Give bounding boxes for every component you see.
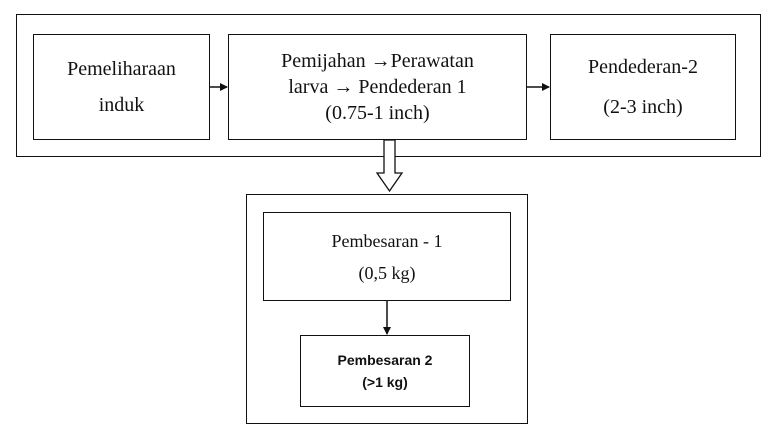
pendederan-2-line1: Pendederan-2 bbox=[588, 56, 698, 78]
pemeliharaan-induk-line1: Pemeliharaan bbox=[67, 58, 176, 80]
pemeliharaan-induk-box: Pemeliharaan induk bbox=[33, 34, 210, 140]
pendederan-2-box: Pendederan-2 (2-3 inch) bbox=[550, 34, 736, 140]
pemijahan-line2: larva → Pendederan 1 bbox=[288, 76, 467, 98]
pemijahan-box: Pemijahan →Perawatan larva → Pendederan … bbox=[228, 34, 527, 140]
pembesaran-2-line2: (>1 kg) bbox=[362, 374, 408, 390]
pembesaran-2-line1: Pembesaran 2 bbox=[337, 352, 433, 368]
pembesaran-1-line1: Pembesaran - 1 bbox=[331, 230, 443, 251]
pembesaran-1-box: Pembesaran - 1 (0,5 kg) bbox=[263, 212, 511, 301]
pendederan-2-line2: (2-3 inch) bbox=[603, 96, 683, 118]
pembesaran-2-box: Pembesaran 2 (>1 kg) bbox=[300, 335, 470, 407]
pemijahan-line1: Pemijahan →Perawatan bbox=[281, 50, 474, 72]
pemijahan-line3: (0.75-1 inch) bbox=[325, 102, 430, 124]
pemeliharaan-induk-line2: induk bbox=[98, 94, 145, 116]
pembesaran-1-line2: (0,5 kg) bbox=[358, 262, 416, 283]
